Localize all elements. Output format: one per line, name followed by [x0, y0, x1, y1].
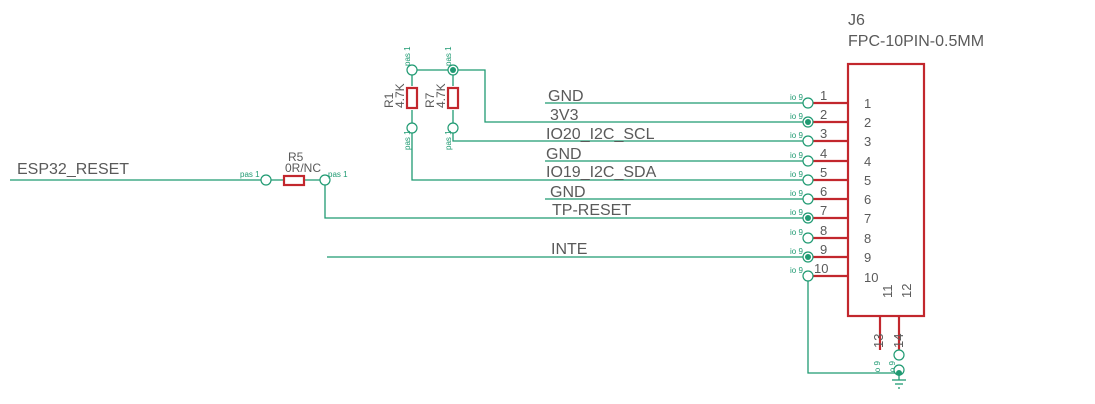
resistor-r5[interactable]: R5 0R/NC pas 1 pas 1: [240, 150, 348, 187]
pad-pin-9: 9: [820, 242, 827, 257]
r1-pad-bottom[interactable]: [406, 122, 418, 134]
pad-pin-3: 3: [820, 126, 827, 141]
r5-ref: R5: [288, 150, 304, 164]
r1-pin-label-bottom: pas 1: [403, 130, 412, 150]
pad-pin-2: 2: [820, 107, 827, 122]
r7-body[interactable]: [446, 86, 460, 110]
pad-8[interactable]: [802, 232, 814, 244]
net-labels: GND 3V3 IO20_I2C_SCL GND IO19_I2C_SDA GN…: [17, 88, 657, 258]
body-pin-2: 2: [864, 115, 871, 130]
r5-body[interactable]: [282, 174, 306, 187]
pad-io-label-5: io 9: [790, 170, 803, 179]
r1-value: 4.7K: [393, 83, 407, 108]
pad-io-label-4: io 9: [790, 151, 803, 160]
pad-io-label-7: io 9: [790, 208, 803, 217]
net-label-esp32-reset: ESP32_RESET: [17, 161, 129, 178]
pad-14[interactable]: [893, 349, 905, 361]
net-label-sda: IO19_I2C_SDA: [546, 164, 657, 181]
pad-9-junction-dot: [805, 254, 811, 260]
pad-pin-7: 7: [820, 203, 827, 218]
body-pin-11: 11: [880, 285, 895, 299]
connector-ref: J6: [848, 12, 865, 29]
r1-body[interactable]: [405, 86, 419, 110]
body-pin-4: 4: [864, 154, 871, 169]
body-pin-12: 12: [899, 284, 914, 298]
r7-junction-dot: [450, 67, 456, 73]
pad-pin-6: 6: [820, 184, 827, 199]
pad-io-label-2: io 9: [790, 112, 803, 121]
r5-pad-right[interactable]: [319, 174, 331, 186]
pad-1[interactable]: [802, 97, 814, 109]
body-pin-7: 7: [864, 211, 871, 226]
pad-pin-10: 10: [814, 261, 828, 276]
pad-5[interactable]: [802, 174, 814, 186]
r5-pin-label-right: pas 1: [328, 170, 348, 179]
r5-value: 0R/NC: [285, 161, 321, 175]
r7-value: 4.7K: [434, 83, 448, 108]
connector-pin-stubs: [808, 101, 901, 350]
net-label-gnd-1: GND: [548, 88, 584, 105]
body-pin-9: 9: [864, 250, 871, 265]
connector-pads: [802, 97, 905, 376]
pad-10[interactable]: [802, 270, 814, 282]
r1-pad-top[interactable]: [406, 64, 418, 76]
wires: [10, 69, 899, 374]
resistor-r7[interactable]: R7 4.7K pas 1 pas 1: [423, 46, 460, 150]
net-label-tp-reset: TP-RESET: [552, 202, 631, 219]
net-label-scl: IO20_I2C_SCL: [546, 126, 655, 143]
r7-pad-bottom[interactable]: [447, 122, 459, 134]
body-pin-10: 10: [864, 270, 878, 285]
pad-io-label-6: io 9: [790, 189, 803, 198]
pad-pin-5: 5: [820, 165, 827, 180]
connector-body[interactable]: [846, 62, 926, 318]
pad-4[interactable]: [802, 155, 814, 167]
pad-io-label-8: io 9: [790, 228, 803, 237]
r5-pin-label-left: pas 1: [240, 170, 260, 179]
body-pin-8: 8: [864, 231, 871, 246]
body-pin-3: 3: [864, 134, 871, 149]
pad-3[interactable]: [802, 135, 814, 147]
r7-pin-label-top: pas 1: [444, 46, 453, 66]
r1-ref: R1: [382, 92, 396, 108]
body-pin-1: 1: [864, 96, 871, 111]
r7-pin-label-bottom: pas 1: [444, 130, 453, 150]
connector-j6[interactable]: J6 FPC-10PIN-0.5MM 1 2 3 4 5 6 7 8 9 10 …: [790, 12, 984, 374]
shield-pin-14: 14: [891, 334, 906, 348]
pad-6[interactable]: [802, 193, 814, 205]
ground-icon: [892, 373, 906, 389]
net-label-gnd-3: GND: [550, 184, 586, 201]
pad-io-label-10: io 9: [790, 266, 803, 275]
net-label-gnd-2: GND: [546, 146, 582, 163]
shield-io-label-14: io 9: [888, 361, 897, 374]
pad-7-junction-dot: [805, 215, 811, 221]
pad-io-label-1: io 9: [790, 93, 803, 102]
body-pin-6: 6: [864, 192, 871, 207]
pad-io-label-3: io 9: [790, 131, 803, 140]
resistor-r1[interactable]: R1 4.7K pas 1 pas 1: [382, 46, 419, 150]
r7-ref: R7: [423, 92, 437, 108]
net-label-inte: INTE: [551, 241, 587, 258]
pad-io-label-9: io 9: [790, 247, 803, 256]
shield-io-label-13: io 9: [873, 361, 882, 374]
shield-pin-13: 13: [871, 334, 886, 348]
pad-pin-4: 4: [820, 146, 827, 161]
connector-part: FPC-10PIN-0.5MM: [848, 33, 984, 50]
net-label-3v3: 3V3: [550, 107, 579, 124]
r1-pin-label-top: pas 1: [403, 46, 412, 66]
pad-pin-1: 1: [820, 88, 827, 103]
body-pin-5: 5: [864, 173, 871, 188]
r5-pad-left[interactable]: [260, 174, 272, 186]
pad-pin-8: 8: [820, 223, 827, 238]
pad-2-junction-dot: [805, 119, 811, 125]
